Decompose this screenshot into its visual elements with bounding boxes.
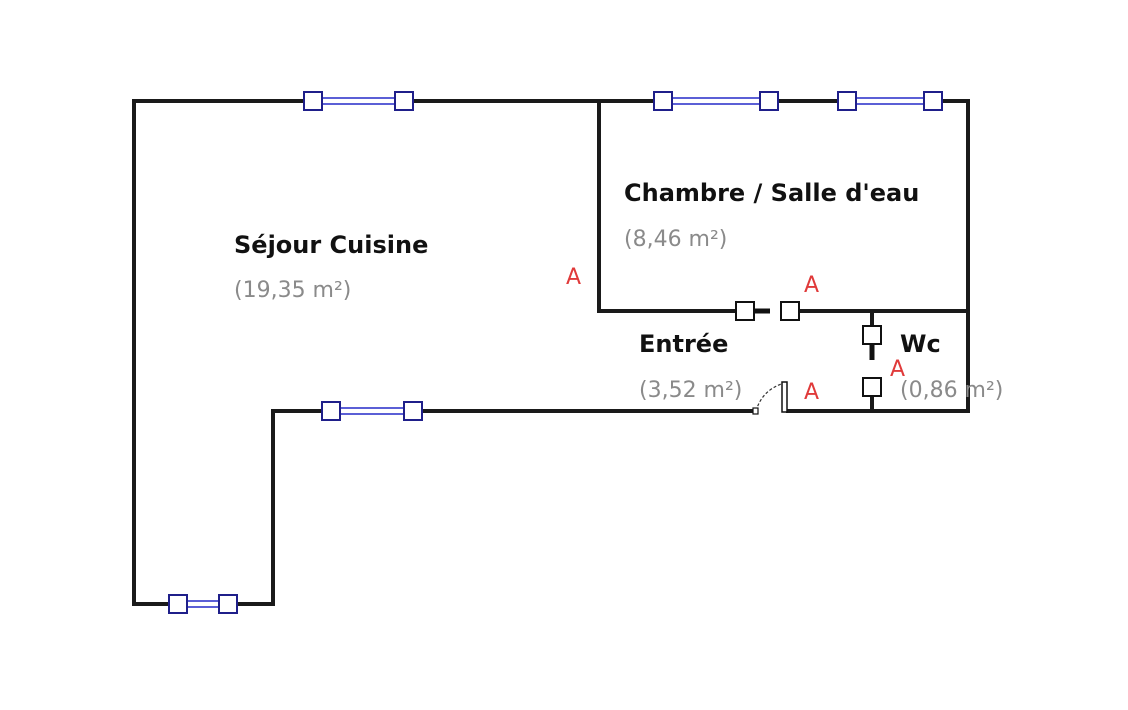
room-area-entree: (3,52 m²) bbox=[639, 378, 742, 403]
window-top-chambre-1[interactable] bbox=[653, 91, 779, 111]
room-area-chambre: (8,46 m²) bbox=[624, 227, 727, 252]
window-handle[interactable] bbox=[837, 91, 857, 111]
window-handle[interactable] bbox=[218, 594, 238, 614]
markers: A A A A bbox=[566, 265, 905, 405]
door-wc[interactable] bbox=[862, 325, 882, 397]
window-handle[interactable] bbox=[923, 91, 943, 111]
door-handle[interactable] bbox=[780, 301, 800, 321]
window-handle[interactable] bbox=[403, 401, 423, 421]
window-handle[interactable] bbox=[394, 91, 414, 111]
room-name-chambre: Chambre / Salle d'eau bbox=[624, 179, 919, 207]
marker-a[interactable]: A bbox=[890, 357, 905, 382]
door-handle[interactable] bbox=[735, 301, 755, 321]
marker-a[interactable]: A bbox=[566, 265, 581, 290]
window-handle[interactable] bbox=[321, 401, 341, 421]
windows bbox=[168, 91, 943, 614]
room-area-wc: (0,86 m²) bbox=[900, 378, 1003, 403]
door-handle[interactable] bbox=[862, 325, 882, 345]
window-handle[interactable] bbox=[303, 91, 323, 111]
window-sejour-inner[interactable] bbox=[321, 401, 423, 421]
marker-a[interactable]: A bbox=[804, 380, 819, 405]
window-handle[interactable] bbox=[168, 594, 188, 614]
window-handle[interactable] bbox=[759, 91, 779, 111]
room-name-sejour: Séjour Cuisine bbox=[234, 231, 428, 259]
room-area-sejour: (19,35 m²) bbox=[234, 278, 351, 303]
window-top-chambre-2[interactable] bbox=[837, 91, 943, 111]
window-handle[interactable] bbox=[653, 91, 673, 111]
outer-wall bbox=[132, 99, 970, 606]
door-handle[interactable] bbox=[862, 377, 882, 397]
room-name-wc: Wc bbox=[900, 330, 941, 358]
door-entree[interactable] bbox=[752, 381, 788, 415]
room-labels: Séjour Cuisine (19,35 m²) Chambre / Sall… bbox=[234, 179, 1003, 403]
window-top-sejour[interactable] bbox=[303, 91, 414, 111]
window-bottom-sejour[interactable] bbox=[168, 594, 238, 614]
marker-a[interactable]: A bbox=[804, 273, 819, 298]
room-name-entree: Entrée bbox=[639, 330, 728, 358]
walls bbox=[132, 99, 970, 606]
doors bbox=[735, 301, 882, 415]
door-chambre[interactable] bbox=[735, 301, 800, 321]
